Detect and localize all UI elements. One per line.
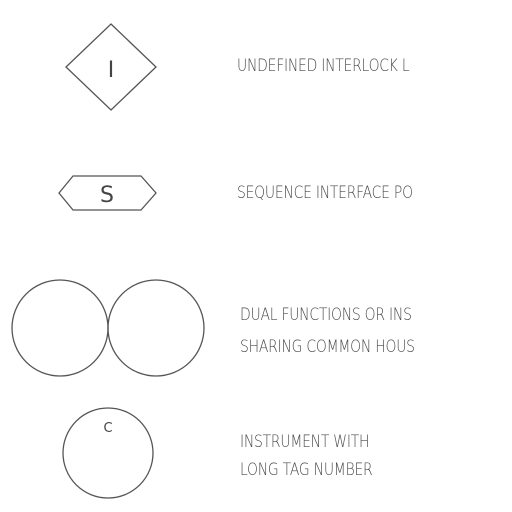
diamond-symbol-letter: I: [108, 58, 115, 83]
hexagon-symbol-letter: S: [100, 183, 114, 208]
long-tag-label-line-2: LONG TAG NUMBER: [240, 460, 373, 480]
circle-symbol-letter: C: [103, 421, 112, 436]
dual-functions-label-line-1: DUAL FUNCTIONS OR INS: [240, 305, 412, 325]
long-tag-label-line-1: INSTRUMENT WITH: [240, 432, 370, 452]
diamond-interlock-symbol: I: [65, 23, 157, 111]
left-circle-shape: [11, 279, 109, 377]
sequence-interface-label: SEQUENCE INTERFACE PO: [237, 183, 413, 203]
hexagon-sequence-symbol: S: [58, 175, 157, 211]
diamond-shape: [65, 23, 157, 111]
hexagon-shape: [58, 175, 157, 211]
circle-shape: [62, 407, 154, 499]
right-circle-shape: [107, 279, 205, 377]
double-circle-symbol: [11, 279, 205, 377]
dual-functions-label-line-2: SHARING COMMON HOUS: [240, 337, 415, 357]
tagged-circle-symbol: C: [62, 407, 154, 499]
interlock-label: UNDEFINED INTERLOCK L: [237, 56, 410, 76]
